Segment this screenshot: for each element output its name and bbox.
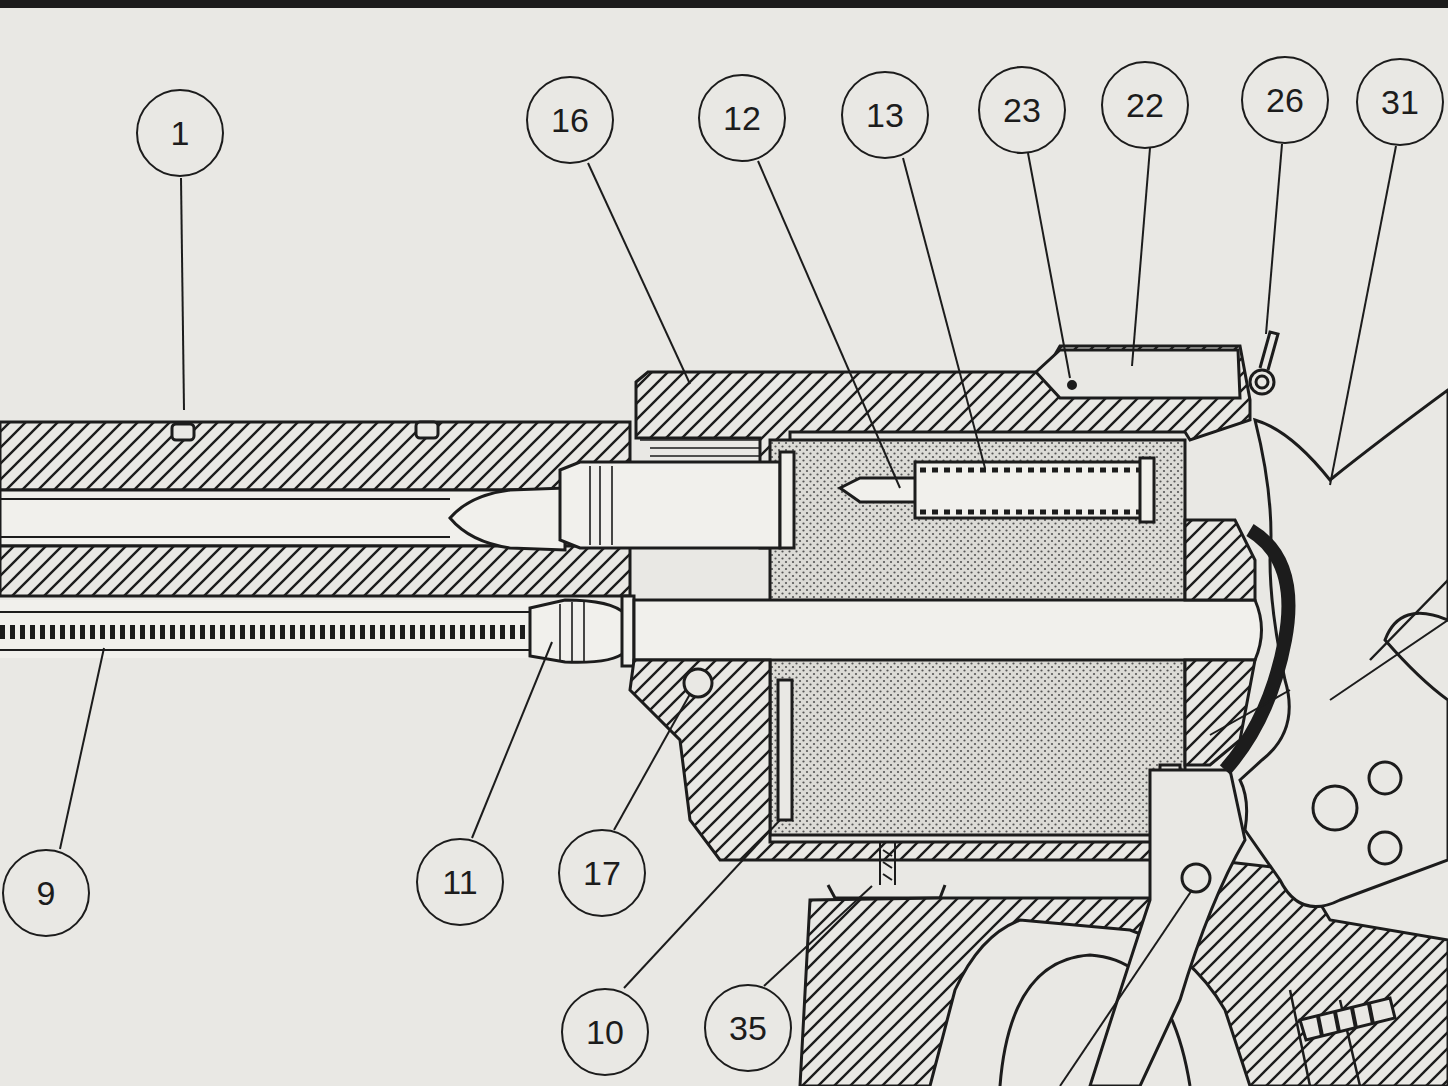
illustration-part bbox=[1318, 1004, 1373, 1036]
illustration-part bbox=[181, 178, 184, 410]
callout-circle: 11 bbox=[416, 838, 504, 926]
illustration-part bbox=[472, 642, 552, 838]
illustration-part bbox=[1240, 390, 1448, 907]
callout-circle: 16 bbox=[526, 76, 614, 164]
callout-number: 10 bbox=[586, 1015, 624, 1049]
illustration-part bbox=[0, 600, 540, 658]
illustration-part bbox=[0, 422, 630, 490]
callout-circle: 12 bbox=[698, 74, 786, 162]
illustration-part bbox=[614, 694, 690, 830]
illustration-part bbox=[630, 660, 1210, 860]
illustration-part bbox=[0, 625, 530, 639]
illustration-part bbox=[0, 546, 630, 596]
illustration-part bbox=[450, 488, 565, 550]
illustration-part bbox=[1028, 153, 1070, 378]
illustration-part bbox=[1266, 144, 1282, 334]
illustration-part bbox=[60, 648, 104, 849]
illustration-part bbox=[758, 161, 900, 488]
callout-number: 31 bbox=[1381, 85, 1419, 119]
illustration-part bbox=[1060, 890, 1192, 1086]
illustration-part bbox=[560, 602, 584, 662]
illustration-part bbox=[780, 452, 794, 548]
callout-number: 16 bbox=[551, 103, 589, 137]
callout-number: 26 bbox=[1266, 83, 1304, 117]
illustration-part bbox=[622, 596, 634, 666]
callout-number: 11 bbox=[442, 865, 477, 899]
illustration-part bbox=[903, 158, 985, 468]
illustration-part bbox=[1260, 332, 1278, 370]
illustration-part bbox=[915, 462, 1145, 518]
callout-number: 35 bbox=[729, 1011, 767, 1045]
callout-circle: 26 bbox=[1241, 56, 1329, 144]
illustration-part bbox=[1182, 864, 1210, 892]
illustration-part bbox=[0, 612, 530, 650]
illustration-part bbox=[1256, 376, 1268, 388]
illustration-part bbox=[1369, 832, 1401, 864]
callout-number: 1 bbox=[171, 116, 190, 150]
illustration-part bbox=[778, 680, 792, 820]
illustration-part bbox=[172, 424, 194, 440]
callout-circle: 22 bbox=[1101, 61, 1189, 149]
illustration-part bbox=[1330, 146, 1396, 485]
callout-circle: 17 bbox=[558, 829, 646, 917]
callout-circle: 23 bbox=[978, 66, 1066, 154]
callout-circle: 9 bbox=[2, 849, 90, 937]
illustration-part bbox=[883, 850, 892, 880]
illustration-part bbox=[1290, 580, 1448, 1086]
illustration-part bbox=[1069, 382, 1076, 389]
callout-circle: 1 bbox=[136, 89, 224, 177]
illustration-part bbox=[1313, 786, 1357, 830]
illustration-part bbox=[0, 0, 1448, 8]
illustration-part bbox=[634, 600, 1262, 660]
illustration-part bbox=[1185, 520, 1255, 600]
callout-number: 22 bbox=[1126, 88, 1164, 122]
illustration-part bbox=[828, 885, 945, 898]
illustration-part bbox=[640, 440, 760, 464]
illustration-part bbox=[1225, 530, 1288, 770]
illustration-part bbox=[0, 499, 450, 537]
callout-number: 17 bbox=[583, 856, 621, 890]
illustration-part bbox=[588, 163, 690, 384]
illustration-part bbox=[60, 144, 1448, 1086]
illustration-part bbox=[590, 466, 612, 545]
illustration-part bbox=[1140, 458, 1154, 522]
callout-circle: 31 bbox=[1356, 58, 1444, 146]
illustration-part bbox=[1250, 370, 1274, 394]
callout-circle: 10 bbox=[561, 988, 649, 1076]
callout-circle: 13 bbox=[841, 71, 929, 159]
illustration-part bbox=[624, 820, 780, 988]
illustration-part bbox=[1132, 148, 1150, 366]
callout-number: 9 bbox=[37, 876, 56, 910]
illustration-part bbox=[764, 886, 872, 986]
illustration-part bbox=[530, 600, 625, 662]
illustration-part bbox=[560, 462, 780, 548]
illustration-part bbox=[1300, 998, 1395, 1040]
callout-number: 13 bbox=[866, 98, 904, 132]
illustration-part bbox=[920, 470, 1140, 512]
illustration-part bbox=[684, 669, 712, 697]
callout-number: 12 bbox=[723, 101, 761, 135]
illustration-part bbox=[416, 422, 438, 438]
illustration-part bbox=[1369, 762, 1401, 794]
callout-circle: 35 bbox=[704, 984, 792, 1072]
callout-number: 23 bbox=[1003, 93, 1041, 127]
illustration-part bbox=[1210, 620, 1448, 735]
